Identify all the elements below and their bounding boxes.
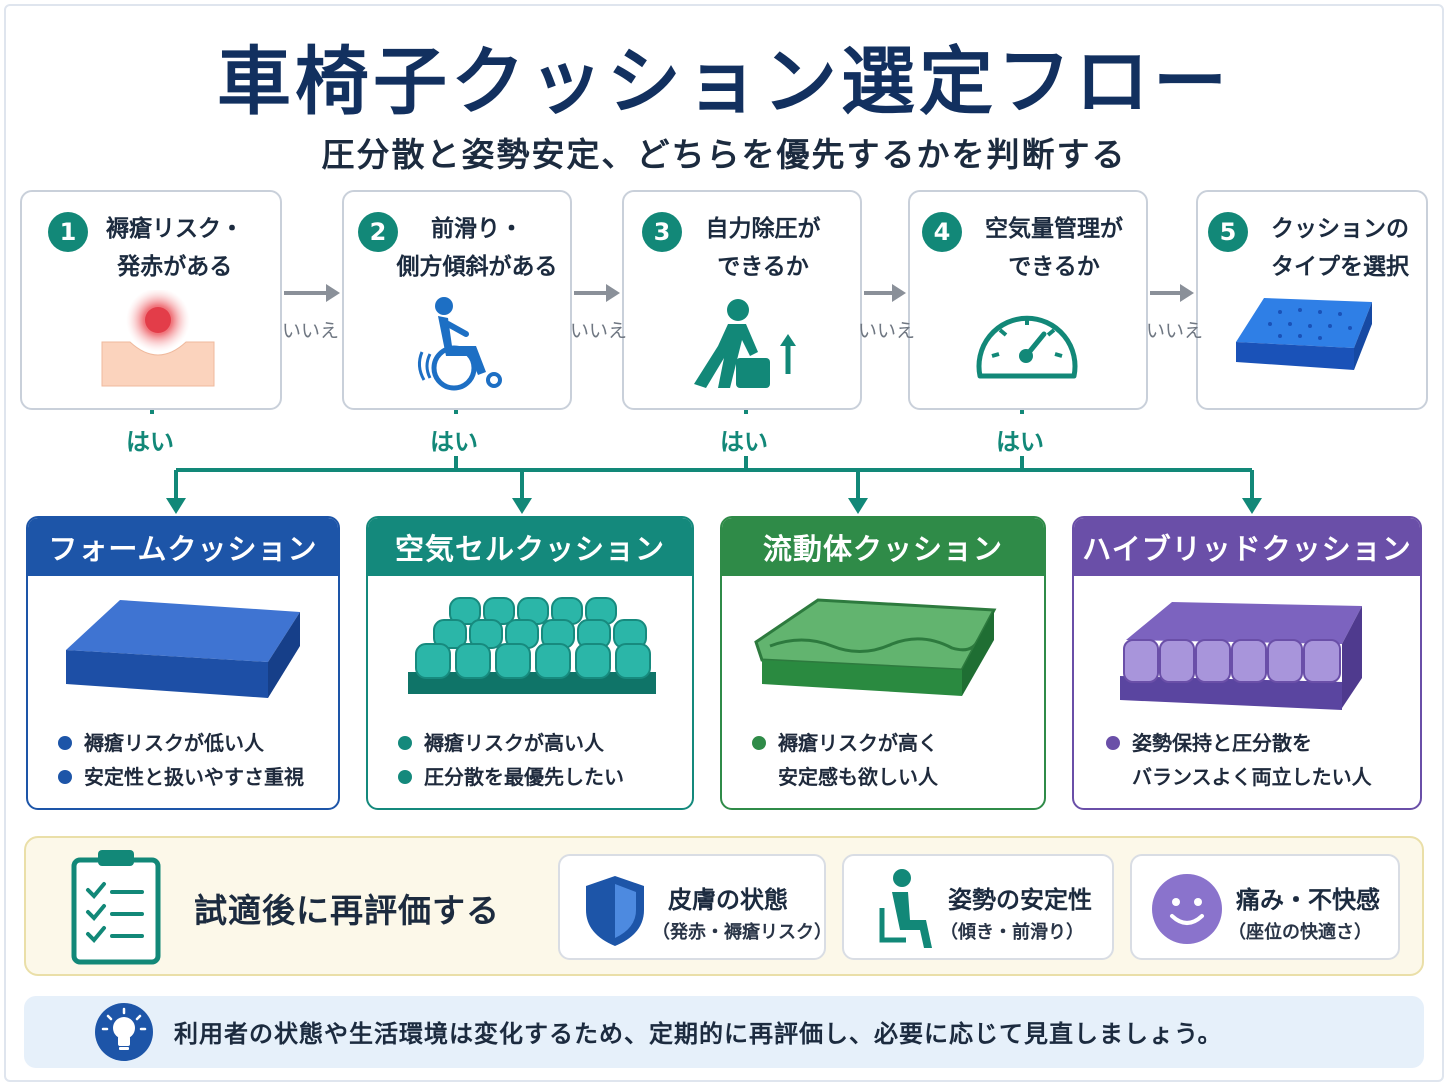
no-label-4: いいえ (1146, 320, 1204, 342)
hybrid-cushion-image (1120, 602, 1362, 710)
no-label-2: いいえ (570, 320, 628, 342)
air-cell-cushion-image (408, 597, 656, 694)
yes-label-4: はい (996, 428, 1044, 456)
wheelchair-tilt-icon (417, 297, 502, 391)
arrow-3-to-4 (864, 284, 906, 302)
pressure-redness-icon (101, 290, 215, 387)
fluid-cushion-title: 流動体クッション (722, 518, 1044, 576)
step-1-number: 1 (48, 212, 88, 252)
step-5-number: 5 (1208, 212, 1248, 252)
gauge-icon (976, 315, 1078, 379)
cushion-icon (1236, 298, 1372, 370)
yes-label-3: はい (720, 428, 768, 456)
bullet-dot (1106, 736, 1120, 750)
hybrid-cushion-title: ハイブリッドクッション (1074, 518, 1420, 576)
page-title: 車椅子クッション選定フロー (217, 39, 1231, 125)
air-cell-cushion-title: 空気セルクッション (368, 518, 692, 576)
step-3-box: 3 自力除圧が できるか (622, 190, 862, 410)
foam-cushion-image (66, 600, 300, 698)
criterion-skin-desc: （発赤・褥瘡リスク） (652, 922, 832, 943)
shield-icon (586, 876, 644, 946)
hybrid-cushion-bullets: 姿勢保持と圧分散を バランスよく両立したい人 (1106, 726, 1372, 794)
hybrid-cushion-card: ハイブリッドクッション 姿勢保持と圧分散を バランスよく両立したい人 (1072, 516, 1422, 810)
arrow-1-to-2 (284, 284, 340, 302)
no-label-1: いいえ (282, 320, 340, 342)
bullet-dot (752, 736, 766, 750)
lightbulb-icon (95, 1003, 153, 1061)
tip-text: 利用者の状態や生活環境は変化するため、定期的に再評価し、必要に応じて見直しましょ… (174, 1020, 1223, 1048)
criterion-posture-name: 姿勢の安定性 (948, 886, 1092, 914)
step-4-label: 空気量管理が できるか (985, 216, 1123, 280)
air-cell-cushion-bullets: 褥瘡リスクが高い人 圧分散を最優先したい (398, 726, 624, 794)
yes-label-2: はい (430, 428, 478, 456)
step-5-box: 5 クッションの タイプを選択 (1196, 190, 1428, 410)
step-1-box: 1 褥瘡リスク・ 発赤がある (20, 190, 282, 410)
seated-person-icon (879, 869, 932, 948)
foam-cushion-card: フォームクッション 褥瘡リスクが低い人 安定性と扱いやすさ重視 (26, 516, 340, 810)
criterion-pain: 痛み・不快感 （座位の快適さ） (1130, 854, 1400, 960)
step-3-label: 自力除圧が できるか (705, 216, 821, 280)
foam-cushion-title: フォームクッション (28, 518, 338, 576)
criterion-pain-desc: （座位の快適さ） (1228, 922, 1372, 943)
self-pressure-relief-icon (694, 299, 796, 388)
foam-cushion-bullets: 褥瘡リスクが低い人 安定性と扱いやすさ重視 (58, 726, 304, 794)
arrow-4-to-5 (1150, 284, 1194, 302)
bullet-dot (58, 770, 72, 784)
step-2-number: 2 (358, 212, 398, 252)
step-3-number: 3 (642, 212, 682, 252)
reassess-panel: 試適後に再評価する 皮膚の状態 （発赤・褥瘡リスク） 姿勢の安定性 （傾き・前滑… (24, 836, 1424, 976)
step-4-number: 4 (922, 212, 962, 252)
fluid-cushion-image (754, 598, 997, 696)
smiley-icon (1152, 874, 1222, 944)
tip-banner: 利用者の状態や生活環境は変化するため、定期的に再評価し、必要に応じて見直しましょ… (24, 996, 1424, 1068)
step-5-label: クッションの タイプを選択 (1271, 216, 1409, 280)
criterion-posture-desc: （傾き・前滑り） (940, 922, 1084, 943)
fluid-cushion-bullets: 褥瘡リスクが高く 安定感も欲しい人 (752, 726, 938, 794)
page-frame (4, 4, 1444, 1082)
no-label-3: いいえ (858, 320, 916, 342)
bullet-dot (398, 736, 412, 750)
bullet-dot (58, 736, 72, 750)
criterion-skin-name: 皮膚の状態 (668, 886, 788, 914)
arrow-2-to-3 (574, 284, 620, 302)
criterion-skin: 皮膚の状態 （発赤・褥瘡リスク） (558, 854, 832, 960)
fluid-cushion-card: 流動体クッション 褥瘡リスクが高く 安定感も欲しい人 (720, 516, 1046, 810)
step-2-label: 前滑り・ 側方傾斜がある (396, 216, 558, 280)
reassess-title: 試適後に再評価する (194, 891, 500, 930)
bullet-dot (398, 770, 412, 784)
air-cell-cushion-card: 空気セルクッション 褥瘡リスクが高い人 圧分散を最優先したい (366, 516, 694, 810)
step-2-box: 2 前滑り・ 側方傾斜がある (342, 190, 572, 410)
yes-connector-lines (150, 396, 1262, 514)
page-subtitle: 圧分散と姿勢安定、どちらを優先するかを判断する (321, 135, 1127, 174)
step-4-box: 4 空気量管理が できるか (908, 190, 1148, 410)
criterion-posture: 姿勢の安定性 （傾き・前滑り） (842, 854, 1114, 960)
criterion-pain-name: 痛み・不快感 (1236, 886, 1380, 914)
step-1-label: 褥瘡リスク・ 発赤がある (106, 216, 244, 280)
clipboard-checklist-icon (71, 850, 161, 965)
yes-label-1: はい (126, 428, 174, 456)
